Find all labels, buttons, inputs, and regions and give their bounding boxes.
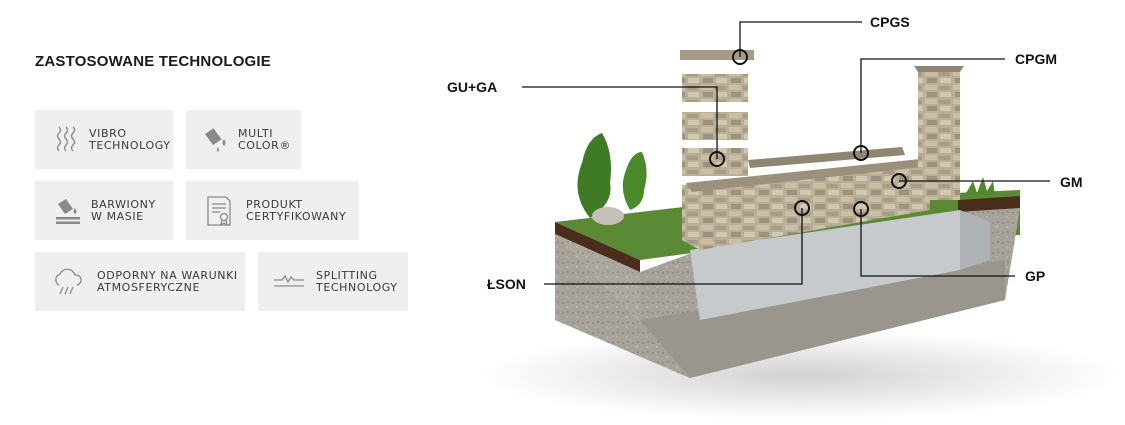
rock <box>592 207 624 225</box>
technology-label: PRODUKT CERTYFIKOWANY <box>246 197 347 223</box>
paint-bucket-drops-icon <box>200 123 234 157</box>
callout-marker-gm <box>891 173 907 189</box>
callout-line-cpgs <box>739 21 862 57</box>
callout-label-guga: GU+GA <box>447 79 497 95</box>
callout-marker-cpgm <box>853 145 869 161</box>
technology-label: ODPORNY NA WARUNKI ATMOSFERYCZNE <box>97 268 238 294</box>
block-cap-floating <box>680 50 754 60</box>
callout-label-gp: GP <box>1025 268 1045 284</box>
callout-line-gp <box>860 209 1015 277</box>
coping-strip <box>748 147 905 168</box>
rain-cloud-icon <box>51 265 85 299</box>
certificate-document-icon <box>202 194 236 228</box>
paint-bucket-layers-icon <box>51 194 85 228</box>
callout-lines <box>522 21 1050 285</box>
section-title: ZASTOSOWANE TECHNOLOGIE <box>35 53 272 70</box>
callout-marker-lson <box>794 200 810 216</box>
ground-front-left <box>555 234 690 378</box>
technology-tile-multicolor: MULTI COLOR® <box>186 110 301 169</box>
technology-tile-barwiony: BARWIONY W MASIE <box>35 181 173 240</box>
vibration-waves-icon <box>49 123 83 157</box>
callout-label-cpgm: CPGM <box>1015 51 1057 67</box>
callout-label-lson: ŁSON <box>487 276 526 292</box>
wall-cap <box>686 157 948 192</box>
soil-layer <box>555 222 640 272</box>
shrub-left <box>577 133 611 218</box>
technology-tile-vibro: VIBRO TECHNOLOGY <box>35 110 173 169</box>
technology-tile-odporny: ODPORNY NA WARUNKI ATMOSFERYCZNE <box>35 252 245 311</box>
callout-line-guga <box>522 86 718 159</box>
callout-marker-guga <box>709 151 725 167</box>
technology-label: VIBRO TECHNOLOGY <box>89 126 171 152</box>
wall-lower-course <box>682 170 930 250</box>
technology-label: MULTI COLOR® <box>238 126 291 152</box>
callout-line-lson <box>544 208 803 285</box>
callout-marker-gp <box>853 201 869 217</box>
callout-line-cpgm <box>860 58 1005 153</box>
right-pillar <box>918 70 960 200</box>
technology-tile-certyfikat: PRODUKT CERTYFIKOWANY <box>186 181 359 240</box>
callout-marker-cpgs <box>732 49 748 65</box>
technology-label: SPLITTING TECHNOLOGY <box>316 268 398 294</box>
ground-front-bottom <box>640 260 1005 378</box>
callout-label-gm: GM <box>1060 174 1083 190</box>
split-wave-icon <box>272 265 306 299</box>
block-stack-3 <box>682 74 748 102</box>
callout-label-cpgs: CPGS <box>870 14 910 30</box>
concrete-foundation-side <box>960 210 990 270</box>
grass-tuft-right <box>965 177 995 195</box>
block-stack-2 <box>682 112 748 140</box>
callout-markers <box>709 49 907 217</box>
concrete-foundation <box>690 210 960 320</box>
right-pillar-cap <box>914 66 964 72</box>
technology-tile-splitting: SPLITTING TECHNOLOGY <box>258 252 408 311</box>
shrub-mid <box>622 152 647 210</box>
technology-label: BARWIONY W MASIE <box>91 197 156 223</box>
soil-layer-right <box>958 196 1020 212</box>
